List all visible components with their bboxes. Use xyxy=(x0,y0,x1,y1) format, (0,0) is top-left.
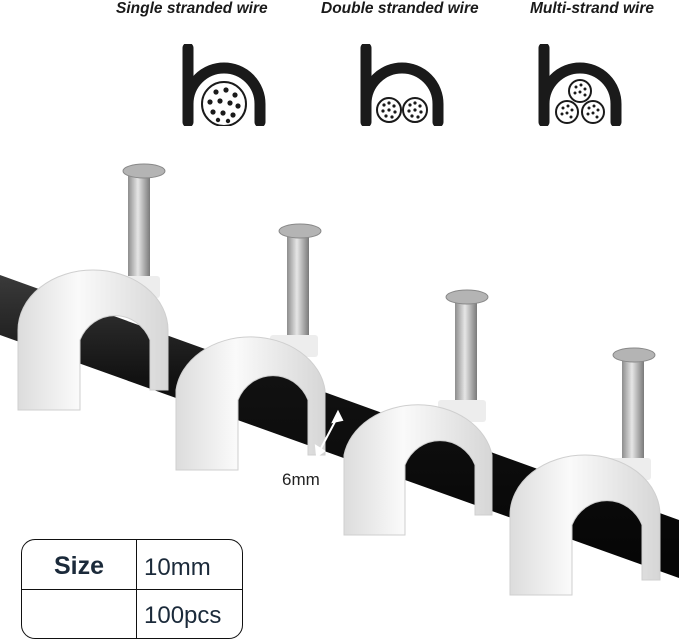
size-spec-table: Size 10mm 100pcs xyxy=(21,539,243,639)
multi-strand-label: Multi-strand wire xyxy=(530,0,655,17)
cable-clip-1 xyxy=(17,163,169,411)
size-header: Size xyxy=(53,552,105,580)
cable-clip-3 xyxy=(343,289,493,536)
single-strand-icon xyxy=(182,44,266,126)
double-strand-label: Double stranded wire xyxy=(321,0,479,17)
black-cable xyxy=(0,275,679,578)
quantity-value: 100pcs xyxy=(144,602,222,629)
dimension-arrow xyxy=(314,409,344,458)
cable-clip-2 xyxy=(175,223,326,471)
cable-clip-4 xyxy=(509,347,661,596)
dimension-label: 6mm xyxy=(282,470,320,489)
cable-clip-photo xyxy=(0,163,679,596)
double-strand-icon xyxy=(360,44,444,126)
table-divider-horizontal xyxy=(22,589,242,590)
multi-strand-icon xyxy=(538,44,622,126)
size-value: 10mm xyxy=(144,554,211,581)
single-strand-label: Single stranded wire xyxy=(116,0,268,17)
